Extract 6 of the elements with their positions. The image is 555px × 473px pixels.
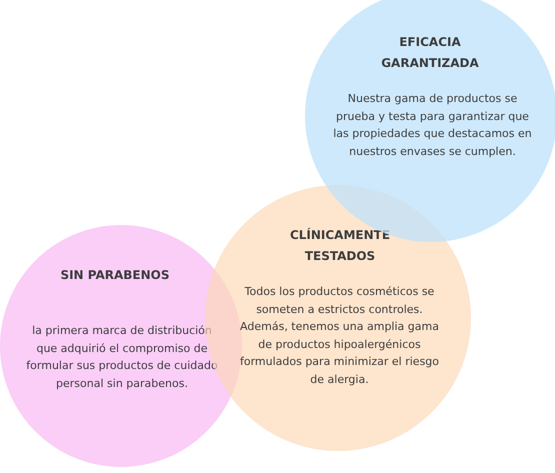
circle-heading: EFICACIA GARANTIZADA <box>380 34 480 72</box>
circle-description: la primera marca de distribución que adquirió el compromiso de formular sus productos de cuidado personal sin parabenos. <box>25 323 219 392</box>
circle-description: Todos los productos cosméticos se someten a estrictos controles. Además, tenemos una amplia gama de productos hipoalergénicos formulados para minimizar el riesgo de alergia. <box>238 284 440 388</box>
circle-description: Nuestra gama de productos se prueba y testa para garantizar que las propiedades que destacamos en nuestros envases se cumplen. <box>332 91 533 160</box>
circle-heading: SIN PARABENOS <box>60 267 170 284</box>
circle-heading: CLÍNICAMENTE TESTADOS <box>288 226 392 265</box>
